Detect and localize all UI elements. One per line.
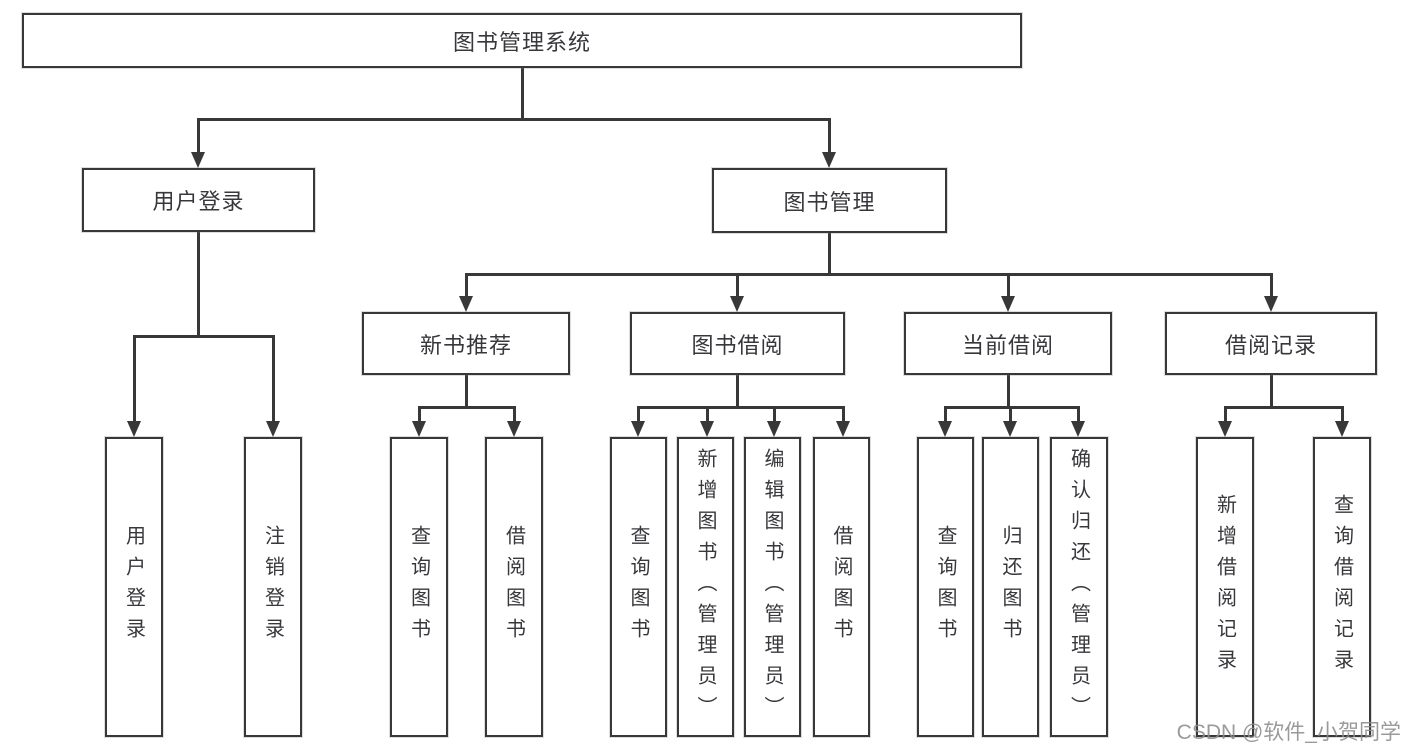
node-root-label: 图书管理系统 [452, 29, 591, 55]
node-borrow-records-label: 借阅记录 [1224, 332, 1317, 358]
connector-stem [1008, 406, 1012, 421]
leaf-add-borrow-record: 新增借阅记录 [1196, 437, 1254, 737]
arrow-down-icon [1001, 296, 1015, 312]
leaf-borrow-books-1: 借阅图书 [485, 437, 543, 737]
arrow-down-icon [1218, 421, 1232, 437]
arrow-down-icon [836, 421, 850, 437]
leaf-borrow-books-1-label: 借阅图书 [502, 525, 525, 649]
arrow-down-icon [700, 421, 714, 437]
leaf-query-books-2-label: 查询图书 [627, 525, 649, 649]
leaf-return-books: 归还图书 [982, 437, 1039, 737]
connector-stem [827, 118, 831, 152]
arrow-down-icon [459, 296, 473, 312]
node-book-borrow-label: 图书借阅 [691, 332, 784, 358]
connector-stem [417, 406, 421, 421]
node-user-login-label: 用户登录 [152, 189, 245, 214]
leaf-return-books-label: 归还图书 [999, 525, 1021, 649]
connector-stem [1006, 273, 1010, 296]
connector-rail [132, 335, 275, 338]
leaf-borrow-books-2-label: 借阅图书 [830, 525, 852, 649]
node-book-borrow: 图书借阅 [630, 312, 845, 375]
node-book-management-label: 图书管理 [783, 189, 876, 215]
connector-stem [827, 233, 831, 273]
leaf-user-login: 用户登录 [105, 437, 163, 737]
connector-stem [841, 406, 845, 421]
arrow-down-icon [631, 421, 645, 437]
leaf-edit-books-admin: 编辑图书（管理员） [744, 437, 801, 737]
connector-stem [772, 406, 776, 421]
leaf-edit-books-admin-label: 编辑图书（管理员） [761, 447, 783, 727]
connector-stem [271, 335, 275, 421]
arrow-down-icon [507, 421, 521, 437]
leaf-confirm-return-admin: 确认归还（管理员） [1050, 437, 1108, 737]
leaf-borrow-books-2: 借阅图书 [813, 437, 870, 737]
node-current-borrow-label: 当前借阅 [961, 332, 1054, 358]
leaf-add-books-admin: 新增图书（管理员） [677, 437, 734, 737]
connector-rail [196, 118, 831, 121]
arrow-down-icon [191, 152, 205, 168]
connector-rail [1223, 406, 1344, 409]
connector-stem [512, 406, 516, 421]
leaf-query-books-2: 查询图书 [610, 437, 667, 737]
leaf-query-books-3-label: 查询图书 [934, 525, 956, 649]
node-user-login: 用户登录 [82, 168, 315, 232]
connector-stem [1006, 375, 1010, 406]
connector-stem [1269, 375, 1273, 406]
connector-rail [636, 406, 845, 409]
connector-stem [132, 335, 136, 421]
arrow-down-icon [412, 421, 426, 437]
connector-stem [464, 273, 468, 296]
connector-stem [943, 406, 947, 421]
leaf-query-borrow-record: 查询借阅记录 [1313, 437, 1371, 737]
connector-rail [417, 406, 516, 409]
arrow-down-icon [1335, 421, 1349, 437]
leaf-add-books-admin-label: 新增图书（管理员） [694, 447, 716, 727]
arrow-down-icon [266, 421, 280, 437]
leaf-user-login-label: 用户登录 [122, 525, 145, 649]
leaf-logout-label: 注销登录 [261, 525, 284, 649]
watermark-text: CSDN @软件_小贺同学 [1176, 721, 1401, 744]
leaf-add-borrow-record-label: 新增借阅记录 [1213, 494, 1236, 680]
node-current-borrow: 当前借阅 [904, 312, 1112, 375]
arrow-down-icon [767, 421, 781, 437]
leaf-query-books-3: 查询图书 [917, 437, 974, 737]
leaf-query-books-1: 查询图书 [390, 437, 448, 737]
connector-stem [636, 406, 640, 421]
arrow-down-icon [127, 421, 141, 437]
node-borrow-records: 借阅记录 [1165, 312, 1377, 375]
node-new-book-recommend: 新书推荐 [362, 312, 570, 375]
connector-stem [735, 375, 739, 406]
connector-stem [1269, 273, 1273, 296]
arrow-down-icon [822, 152, 836, 168]
arrow-down-icon [1003, 421, 1017, 437]
connector-stem [1076, 406, 1080, 421]
connector-rail [464, 273, 1273, 276]
arrow-down-icon [730, 296, 744, 312]
node-root: 图书管理系统 [22, 13, 1022, 68]
leaf-query-borrow-record-label: 查询借阅记录 [1330, 494, 1353, 680]
connector-stem [196, 118, 200, 152]
connector-stem [1223, 406, 1227, 421]
node-book-management: 图书管理 [712, 168, 947, 233]
arrow-down-icon [1071, 421, 1085, 437]
leaf-query-books-1-label: 查询图书 [407, 525, 430, 649]
connector-stem [464, 375, 468, 406]
arrow-down-icon [938, 421, 952, 437]
arrow-down-icon [1264, 296, 1278, 312]
leaf-logout: 注销登录 [244, 437, 302, 737]
connector-rail [943, 406, 1080, 409]
node-new-book-recommend-label: 新书推荐 [419, 332, 512, 358]
connector-stem [520, 68, 524, 118]
leaf-confirm-return-admin-label: 确认归还（管理员） [1067, 447, 1090, 727]
connector-stem [196, 232, 200, 335]
connector-stem [1340, 406, 1344, 421]
connector-stem [705, 406, 709, 421]
connector-stem [735, 273, 739, 296]
